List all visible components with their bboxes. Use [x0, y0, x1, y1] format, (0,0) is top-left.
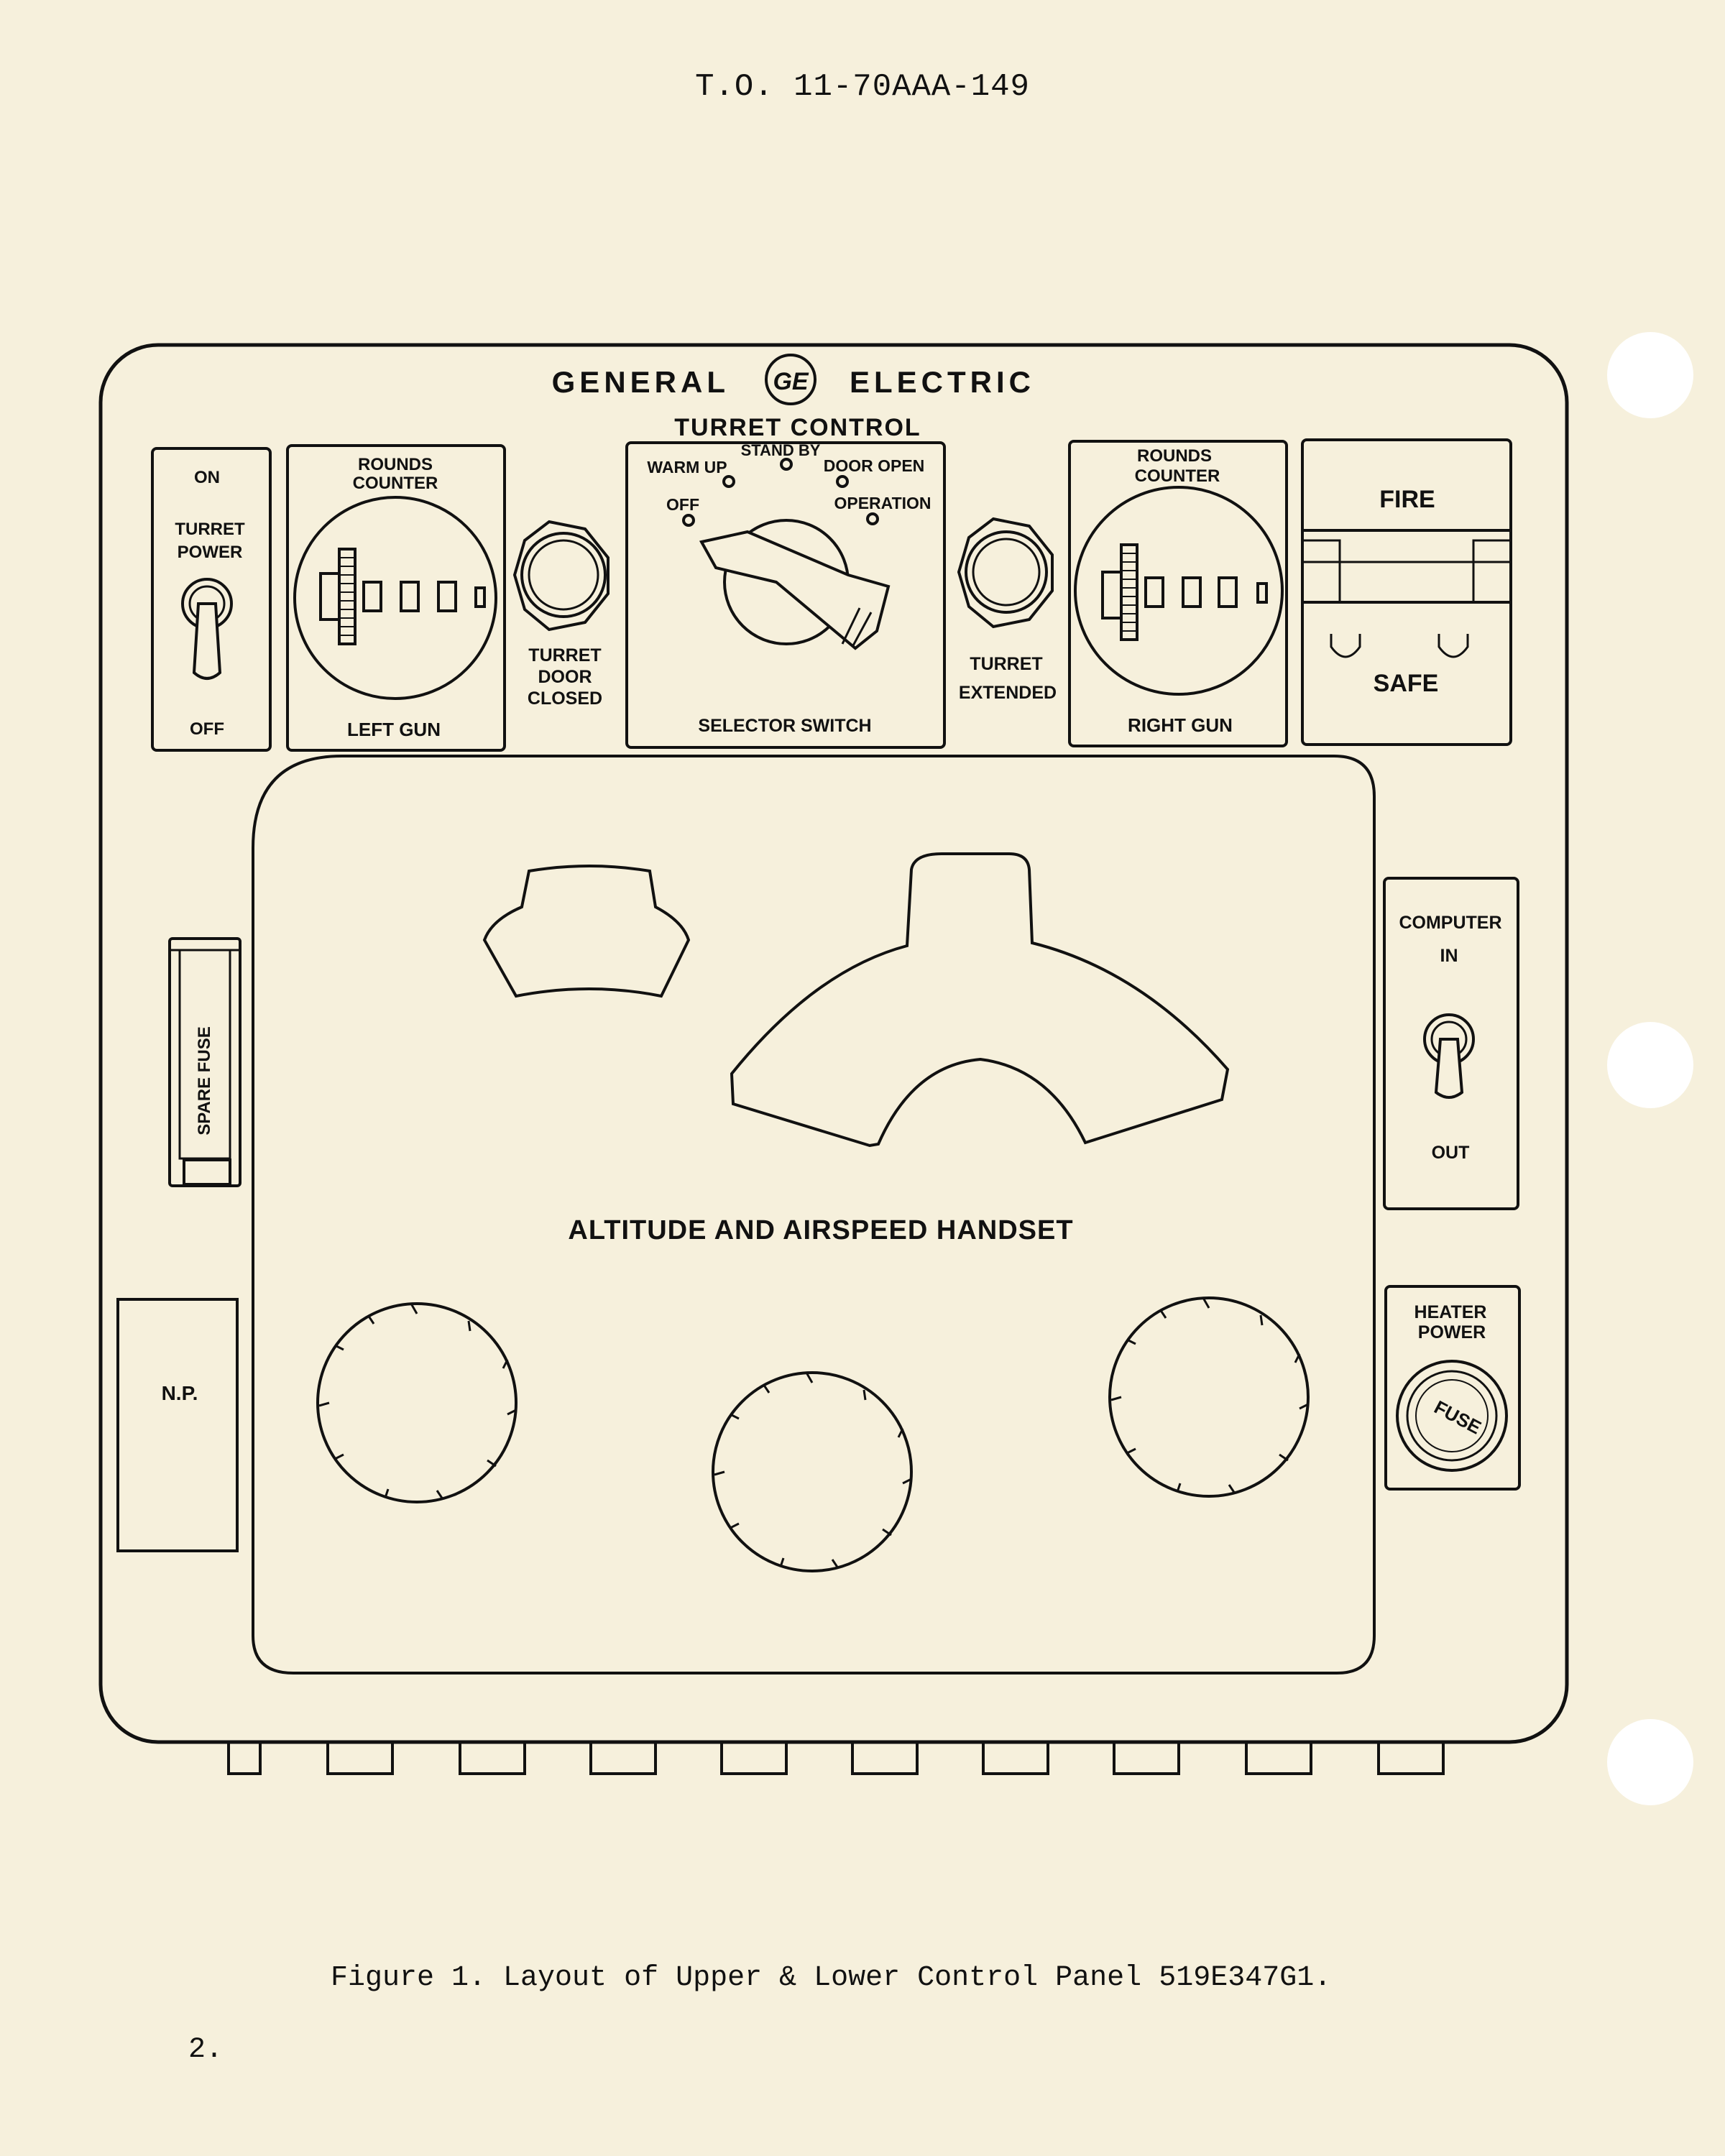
handset-frame [252, 755, 1376, 1674]
knob-right[interactable] [1108, 1296, 1310, 1498]
toggle-lever-icon [1434, 1038, 1464, 1099]
right-rounds-counter: ROUNDS COUNTER RIGHT GUN [1068, 440, 1288, 747]
selector-switch[interactable]: STAND BY WARM UP DOOR OPEN OFF OPERATION… [625, 441, 946, 749]
toggle-lever-icon [192, 602, 222, 680]
svg-text:STAND BY: STAND BY [741, 441, 821, 459]
svg-text:SELECTOR SWITCH: SELECTOR SWITCH [698, 716, 871, 736]
svg-text:OFF: OFF [190, 719, 224, 739]
svg-text:POWER: POWER [1418, 1322, 1486, 1342]
svg-text:IN: IN [1440, 946, 1458, 966]
figure-caption: Figure 1. Layout of Upper & Lower Contro… [331, 1962, 1332, 1994]
svg-text:N.P.: N.P. [162, 1382, 198, 1404]
knob-left[interactable] [316, 1302, 518, 1503]
punch-hole [1607, 332, 1693, 418]
svg-text:COUNTER: COUNTER [1135, 466, 1220, 486]
svg-text:OUT: OUT [1432, 1143, 1470, 1163]
small-gauge-window [482, 865, 691, 998]
svg-text:RIGHT GUN: RIGHT GUN [1128, 714, 1233, 736]
ge-logo-icon [765, 354, 816, 405]
svg-text:OFF: OFF [666, 495, 699, 514]
svg-text:ROUNDS: ROUNDS [358, 455, 433, 474]
svg-text:ON: ON [194, 468, 220, 487]
knob-center[interactable] [712, 1371, 913, 1572]
punch-hole [1607, 1719, 1693, 1805]
svg-text:CLOSED: CLOSED [528, 688, 602, 709]
punch-hole [1607, 1022, 1693, 1108]
panel-outline [98, 343, 1569, 1744]
handset-label: ALTITUDE AND AIRSPEED HANDSET [568, 1215, 1073, 1245]
fire-safe-switch[interactable]: FIRE SAFE [1301, 438, 1512, 746]
svg-text:WARM UP: WARM UP [647, 458, 727, 476]
svg-text:SPARE FUSE: SPARE FUSE [195, 1026, 214, 1135]
svg-text:POWER: POWER [178, 543, 243, 562]
svg-text:FIRE: FIRE [1379, 486, 1435, 513]
np-plate: N.P. [116, 1298, 239, 1552]
svg-text:TURRET: TURRET [175, 520, 245, 539]
svg-text:DOOR OPEN: DOOR OPEN [824, 456, 925, 475]
turret-door-closed-light: TURRET DOOR CLOSED [512, 520, 610, 709]
ge-logo-text: GE [773, 368, 809, 395]
brand-general: GENERAL [552, 365, 730, 399]
turret-extended-light: TURRET EXTENDED [957, 517, 1057, 703]
brand-electric: ELECTRIC [850, 365, 1035, 399]
left-rounds-counter: ROUNDS COUNTER LEFT GUN [286, 444, 506, 752]
svg-text:COUNTER: COUNTER [353, 474, 438, 493]
document-number: T.O. 11-70AAA-149 [695, 69, 1030, 105]
fuse-cap-label: FUSE [1431, 1396, 1485, 1439]
selector-knob-icon [699, 530, 891, 650]
svg-text:LEFT GUN: LEFT GUN [347, 719, 441, 740]
svg-text:EXTENDED: EXTENDED [959, 683, 1057, 703]
svg-text:TURRET: TURRET [970, 654, 1042, 674]
spare-fuse-holder[interactable]: SPARE FUSE [168, 937, 242, 1187]
panel-title: TURRET CONTROL [674, 414, 921, 441]
connector-tabs [227, 1741, 1445, 1775]
heater-power-fuse[interactable]: HEATER POWER FUSE [1384, 1285, 1521, 1491]
turret-power-switch[interactable]: ON TURRET POWER OFF [151, 447, 272, 752]
page-number: 2. [188, 2034, 224, 2066]
svg-text:HEATER: HEATER [1414, 1302, 1487, 1322]
svg-text:SAFE: SAFE [1374, 670, 1439, 697]
svg-text:OPERATION: OPERATION [834, 494, 931, 512]
large-arc-gauge-window [730, 852, 1230, 1148]
computer-in-out-switch[interactable]: COMPUTER IN OUT [1383, 877, 1519, 1210]
svg-text:ROUNDS: ROUNDS [1137, 446, 1212, 466]
svg-text:TURRET: TURRET [528, 645, 601, 665]
svg-text:DOOR: DOOR [538, 667, 592, 687]
svg-text:COMPUTER: COMPUTER [1399, 913, 1501, 933]
